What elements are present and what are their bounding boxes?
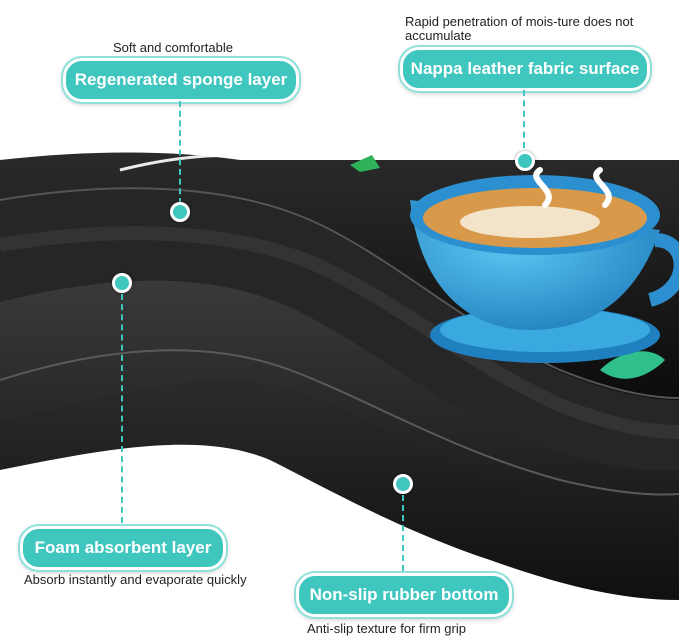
rubber-layer-label: Non-slip rubber bottom — [296, 573, 512, 617]
foam-caption: Absorb instantly and evaporate quickly — [24, 572, 247, 587]
leaf-decoration — [600, 351, 665, 379]
sponge-leader-line — [179, 101, 181, 204]
rubber-marker-dot — [393, 474, 413, 494]
sponge-layer-label: Regenerated sponge layer — [63, 58, 299, 102]
foam-marker-dot — [112, 273, 132, 293]
sponge-caption: Soft and comfortable — [113, 40, 233, 55]
foam-layer-label: Foam absorbent layer — [20, 526, 226, 570]
nappa-caption: Rapid penetration of mois-ture does not … — [405, 14, 634, 43]
coffee-cup-art — [410, 167, 679, 363]
nappa-leader-line — [523, 90, 525, 148]
rubber-caption: Anti-slip texture for firm grip — [307, 621, 466, 636]
nappa-marker-dot — [515, 151, 535, 171]
rubber-layer — [0, 377, 679, 600]
sponge-marker-dot — [170, 202, 190, 222]
nappa-layer-label: Nappa leather fabric surface — [400, 47, 650, 91]
foam-leader-line — [121, 294, 123, 523]
foam-layer-lower — [0, 278, 679, 521]
foam-layer-edge — [0, 349, 679, 496]
sponge-layer — [0, 188, 679, 471]
leaf-decoration — [350, 155, 380, 172]
rubber-leader-line — [402, 495, 404, 571]
